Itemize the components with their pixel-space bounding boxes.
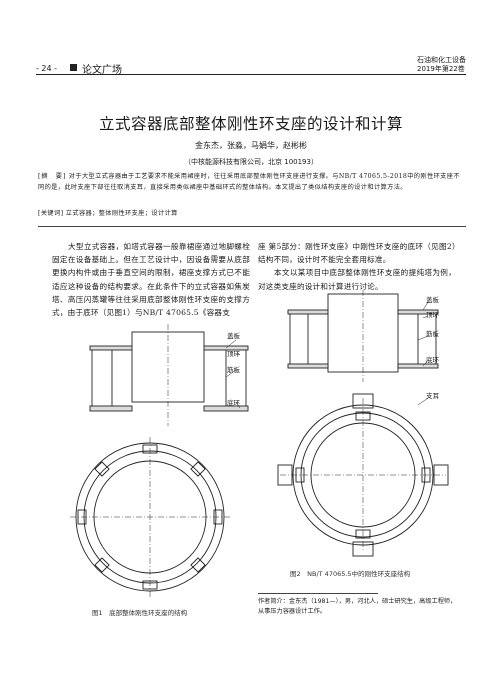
bio-divider [258, 593, 378, 594]
fig1-label-top-ring: 顶环 [227, 350, 241, 358]
fig1-bottom-ring-left [89, 405, 133, 412]
fig2-plan-lug-top [352, 393, 374, 409]
fig1-label-rib: 筋板 [227, 365, 241, 374]
fig2-plan-lug-right [433, 464, 449, 486]
abstract-label: [摘 要] [38, 173, 67, 180]
fig2-bottom-ring-right [397, 363, 439, 369]
journal-issue: 2019年第22卷 [417, 65, 465, 73]
fig1-label-top-plate: 盖板 [227, 331, 241, 340]
fig2-label-bottom-ring: 底环 [426, 355, 440, 364]
abstract-text: 对于大型立式容器由于工艺要求不能采用裙座时，往往采用底部整体刚性环支座进行支撑。… [38, 173, 460, 191]
fig1-plan-rib-bottom [142, 580, 158, 590]
article-affiliation: （中核能源科技有限公司，北京 100193） [184, 158, 318, 166]
fig1-plan-rib-ne [190, 461, 206, 477]
fig1-leader-bottom-ring [235, 401, 241, 409]
fig1-plan-rib-left [77, 509, 87, 525]
figure2-caption: 图2 NB/T 47065.5中的刚性环支座结构 [290, 570, 411, 578]
fig2-plan-lug-left [277, 464, 293, 486]
fig2-leader-top-plate [422, 301, 429, 311]
figure1-caption: 图1 底部整体刚性环支座的结构 [92, 609, 188, 617]
body-right-paragraph-1: 座 第5部分：刚性环支座》中刚性环支座的底环（见图2）结构不同，设计时不能完全套… [258, 242, 456, 265]
fig2-plan-lug-bottom [352, 541, 374, 557]
journal-name: 石油和化工设备 [417, 56, 466, 64]
fig1-plan-rib-nw [94, 461, 110, 477]
section-title: 论文广场 [82, 65, 122, 76]
fig2-plan-rib-right [421, 467, 431, 483]
fig1-leader-top-ring [235, 353, 241, 356]
author-bio: 作者简介：金东杰（1981—），男，河北人，硕士研究生，高级工程师，从事压力容器… [258, 598, 457, 615]
fig2-top-plate-left [287, 309, 329, 315]
fig2-bottom-ring-left [287, 363, 329, 369]
header-divider [36, 74, 466, 75]
fig1-plan-rib-top [142, 444, 158, 454]
page-number: - 24 - [36, 64, 58, 73]
figure1-drawing: 盖板 顶环 筋板 底环 [70, 324, 249, 597]
fig2-label-top-plate: 盖板 [426, 295, 440, 304]
fig2-label-rib: 筋板 [426, 329, 440, 338]
fig2-leader-bottom-ring [422, 359, 429, 367]
figure2-drawing: 盖板 顶环 筋板 底环 支耳 [277, 290, 449, 557]
body-right-paragraph-2: 本文以某项目中底部整体刚性环支座的提纯塔为例，对这类支座的设计和计算进行讨论。 [258, 268, 456, 291]
fig1-top-plate-left [89, 345, 133, 351]
fig2-plan-rib-left [295, 467, 305, 483]
fig1-leader-rib [225, 369, 237, 378]
fig2-plan-rib-top [355, 411, 371, 421]
article-authors: 金东杰，张淼，马娟华，赵彬彬 [195, 141, 307, 150]
fig1-bottom-ring-right [203, 405, 249, 412]
fig2-leader-top-ring [422, 315, 429, 319]
fig1-plan-rib-sw [94, 557, 110, 573]
fig2-label-lug: 支耳 [426, 391, 440, 400]
fig1-plan-rib-se [190, 557, 206, 573]
fig2-plan-rib-bottom [355, 529, 371, 539]
keywords-divider [38, 226, 466, 227]
keywords-label: [关键词] [38, 210, 64, 217]
keywords-text: 立式容器；整体刚性环支座；设计计算 [65, 210, 178, 217]
body-left-paragraph: 大型立式容器，如塔式容器一般靠裙座通过地脚螺栓固定在设备基础上。但在工艺设计中，… [52, 242, 250, 318]
abstract: [摘 要] 对于大型立式容器由于工艺要求不能采用裙座时，往往采用底部整体刚性环支… [38, 172, 466, 193]
body-right-column: 座 第5部分：刚性环支座》中刚性环支座的底环（见图2）结构不同，设计时不能完全套… [258, 240, 456, 293]
keywords: [关键词] 立式容器；整体刚性环支座；设计计算 [38, 208, 466, 217]
fig1-plan-rib-right [213, 509, 223, 525]
fig2-leader-lug [417, 397, 429, 406]
fig2-leader-rib [417, 335, 429, 341]
journal-info: 石油和化工设备 2019年第22卷 [417, 56, 466, 74]
fig1-leader-top-plate [225, 339, 237, 349]
fig1-label-bottom-ring: 底环 [227, 398, 241, 407]
section-marker-icon [70, 64, 77, 71]
fig2-label-top-ring: 顶环 [426, 311, 440, 319]
article-title: 立式容器底部整体刚性环支座的设计和计算 [98, 115, 403, 133]
